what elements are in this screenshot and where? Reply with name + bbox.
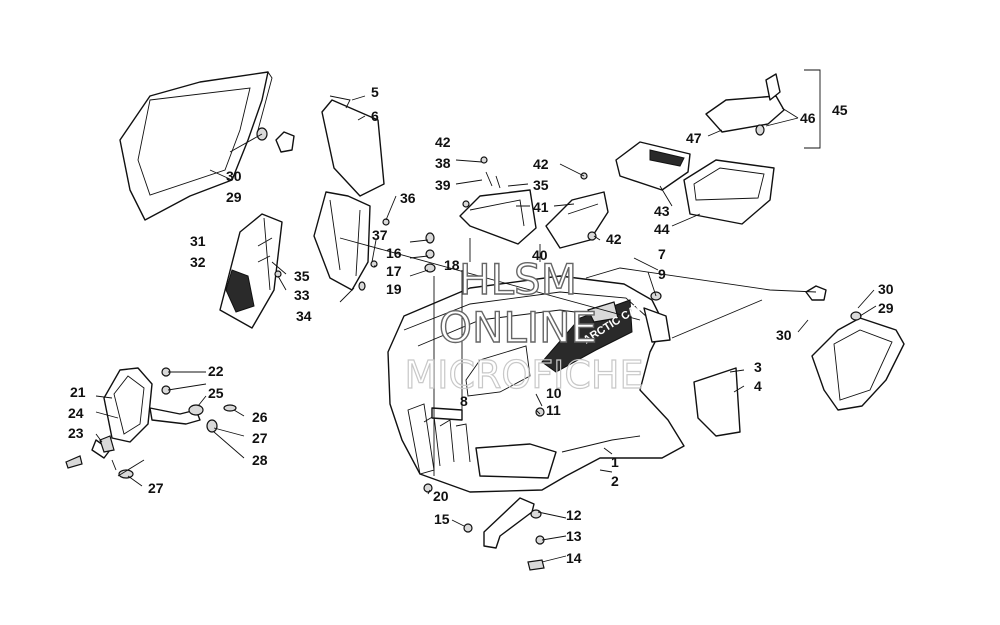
callout: 25 <box>208 385 224 401</box>
callout: 1 <box>611 454 619 470</box>
callout: 43 <box>654 203 670 219</box>
callout: 27 <box>148 480 164 496</box>
callout: 19 <box>386 281 402 297</box>
callout: 6 <box>371 108 379 124</box>
callout: 21 <box>70 384 86 400</box>
callout: 28 <box>252 452 268 468</box>
callout: 8 <box>460 393 468 409</box>
callout: 27 <box>252 430 268 446</box>
callout: 22 <box>208 363 224 379</box>
callout: 45 <box>832 102 848 118</box>
callout: 39 <box>435 177 451 193</box>
callout: 41 <box>533 199 549 215</box>
callout: 15 <box>434 511 450 527</box>
callout: 16 <box>386 245 402 261</box>
callout: 36 <box>400 190 416 206</box>
leader-lines <box>95 95 877 563</box>
callout: 40 <box>532 247 548 263</box>
callout: 32 <box>190 254 206 270</box>
callout: 23 <box>68 425 84 441</box>
callout: 37 <box>372 227 388 243</box>
storage-box <box>615 141 775 225</box>
callout: 11 <box>546 402 561 418</box>
decal-3-4 <box>693 367 741 437</box>
callout: 10 <box>546 385 562 401</box>
callout-numbers: 1 2 3 4 5 6 7 8 9 10 11 12 13 14 15 16 1… <box>68 84 894 566</box>
callout: 7 <box>658 246 666 262</box>
callout: 35 <box>294 268 310 284</box>
callout: 4 <box>754 378 762 394</box>
callout: 35 <box>533 177 549 193</box>
callout: 14 <box>566 550 582 566</box>
callout: 30 <box>776 327 792 343</box>
watermark-line-3: MICROFICHE <box>404 353 643 397</box>
callout: 12 <box>566 507 582 523</box>
callout: 18 <box>444 257 460 273</box>
callout: 31 <box>190 233 206 249</box>
callout: 3 <box>754 359 762 375</box>
callout: 20 <box>433 488 449 504</box>
callout: 42 <box>533 156 549 172</box>
callout: 29 <box>878 300 894 316</box>
front-inner-panel <box>219 213 283 329</box>
callout: 46 <box>800 110 816 126</box>
callout: 33 <box>294 287 310 303</box>
decal-5-6 <box>321 95 385 197</box>
callout: 29 <box>226 189 242 205</box>
callout: 38 <box>435 155 451 171</box>
left-side-panel <box>119 71 295 221</box>
callout: 42 <box>606 231 622 247</box>
callout: 30 <box>878 281 894 297</box>
watermark-line-2: ONLINE <box>439 303 597 352</box>
callout: 9 <box>658 266 666 282</box>
callout: 26 <box>252 409 268 425</box>
callout: 30 <box>226 168 242 184</box>
headlight-assembly <box>91 367 237 479</box>
callout: 34 <box>296 308 312 324</box>
front-bracket <box>463 497 545 571</box>
watermark-line-1: HLSM <box>459 255 577 304</box>
callout: 44 <box>654 221 670 237</box>
callout: 24 <box>68 405 84 421</box>
callout: 47 <box>686 130 702 146</box>
watermark: HLSM ONLINE MICROFICHE <box>404 254 644 397</box>
top-cover-plate <box>459 171 537 245</box>
right-side-panel <box>805 285 905 411</box>
callout: 2 <box>611 473 619 489</box>
callout: 17 <box>386 263 402 279</box>
rack-cover-assembly <box>705 73 785 136</box>
callout: 13 <box>566 528 582 544</box>
center-inner-panel <box>313 191 371 291</box>
callout: 42 <box>435 134 451 150</box>
callout: 5 <box>371 84 379 100</box>
